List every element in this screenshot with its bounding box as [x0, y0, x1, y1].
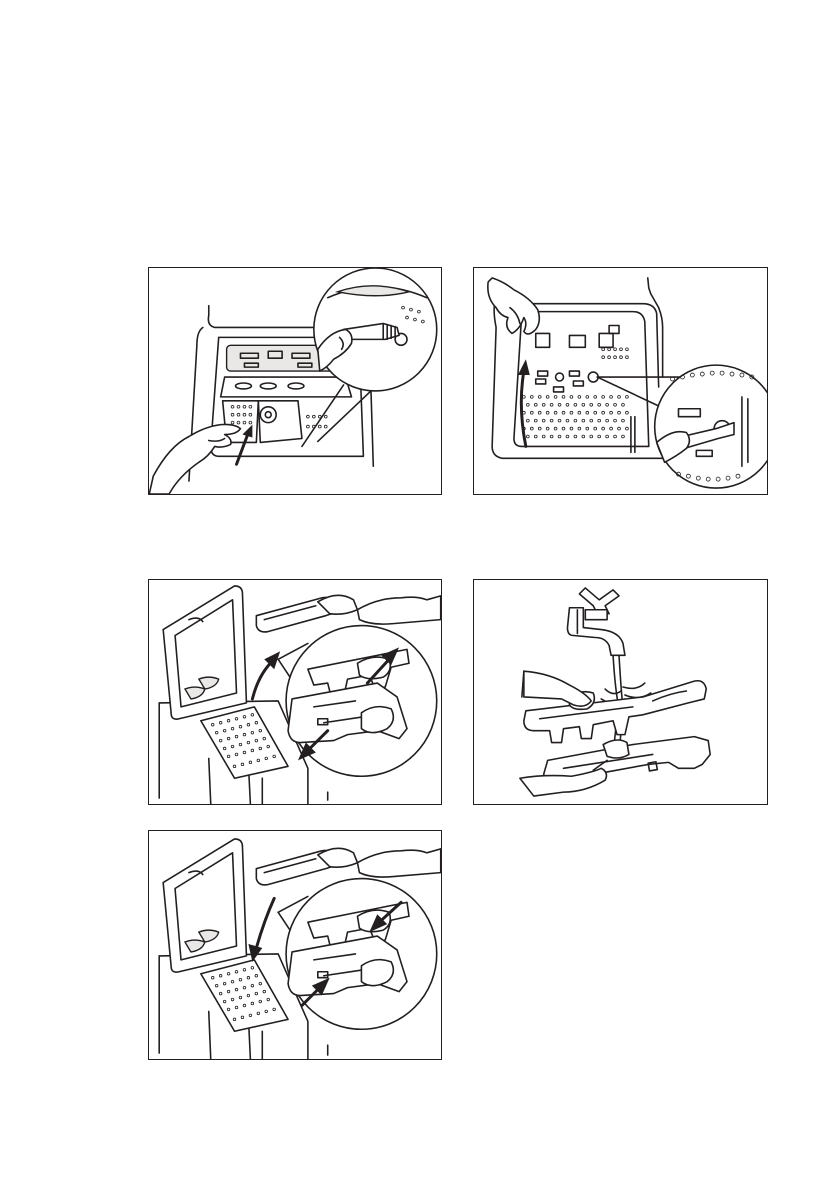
figure-remove-filter: [148, 579, 442, 805]
illustration-dispenser-brush: [149, 268, 441, 494]
hand-icon: [357, 849, 440, 877]
figure-rinse-filter-tap: [473, 579, 768, 805]
curved-down-arrow-icon: [248, 898, 274, 961]
filter-tray-icon: [256, 848, 357, 885]
curved-up-arrow-icon: [518, 359, 530, 446]
hand-icon: [357, 596, 440, 624]
illustration-compartment-recess: [474, 268, 767, 494]
figure-clean-compartment-recess: [473, 267, 768, 495]
illustration-remove-filter: [149, 580, 441, 804]
tap-icon: [567, 588, 624, 655]
illustration-rinse-filter: [474, 580, 767, 804]
figure-insert-filter: [148, 830, 442, 1060]
figure-clean-dispenser-brush: [148, 267, 442, 495]
magnifier-detail-icon: [655, 365, 767, 488]
filter-tray-icon: [256, 595, 357, 632]
lid-icon: [163, 839, 246, 972]
curved-up-arrow-icon: [252, 651, 280, 699]
lid-icon: [163, 586, 246, 719]
magnifier-detail-icon: [314, 268, 437, 391]
hand-icon: [149, 424, 240, 494]
illustration-insert-filter: [149, 831, 441, 1059]
